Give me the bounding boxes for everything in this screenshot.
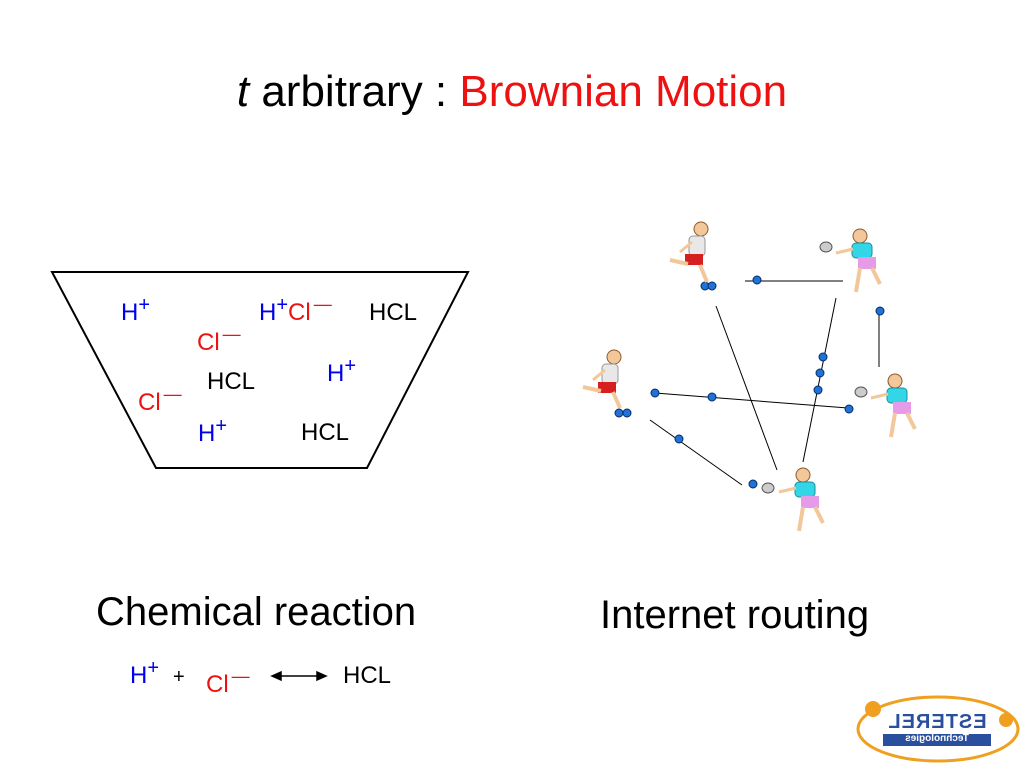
molecule-hcl: HCL	[369, 299, 418, 326]
network-node	[707, 281, 717, 291]
tennis-player-icon	[819, 228, 882, 293]
link	[802, 297, 837, 463]
ion-pair-hcl: H+Cl—	[259, 294, 332, 326]
esterel-logo	[856, 695, 1020, 763]
caption-chemical-reaction: Chemical reaction	[96, 590, 417, 634]
network-node	[813, 385, 823, 395]
network-node	[614, 408, 624, 418]
link	[654, 392, 849, 409]
beaker-outline	[50, 271, 470, 469]
network-node	[707, 392, 717, 402]
tennis-player-icon	[761, 467, 825, 532]
network-node	[815, 368, 825, 378]
tennis-player-icon	[854, 373, 917, 438]
slide-title: t arbitrary : Brownian Motion	[0, 62, 1024, 122]
runner-figure-icon	[669, 221, 709, 283]
caption-internet-routing: Internet routing	[600, 593, 870, 637]
title-highlight: Brownian Motion	[459, 67, 788, 116]
network-node	[674, 434, 684, 444]
network-node	[818, 352, 828, 362]
logo-subtitle: Technologies	[905, 733, 969, 744]
title-text: arbitrary :	[249, 67, 460, 116]
network-links	[649, 280, 880, 486]
network-node	[752, 275, 762, 285]
equation-product: HCL	[343, 662, 392, 689]
logo-name: ESTEREL	[887, 711, 987, 733]
ion-h-plus: H+	[327, 355, 357, 387]
ion-cl-minus: Cl—	[138, 384, 182, 416]
equation-h-plus: H+	[130, 657, 160, 689]
network-node	[622, 408, 632, 418]
network-nodes	[614, 275, 885, 489]
double-arrow-icon	[270, 670, 328, 682]
network-node	[875, 306, 885, 316]
network-node	[748, 479, 758, 489]
molecule-hcl: HCL	[207, 368, 256, 395]
link	[649, 419, 743, 486]
ion-h-plus: H+	[198, 415, 228, 447]
equation-cl-minus: Cl—	[206, 666, 250, 698]
network-node	[650, 388, 660, 398]
title-variable: t	[236, 67, 250, 116]
ion-h-plus: H+	[121, 294, 151, 326]
molecule-hcl: HCL	[301, 419, 350, 446]
link	[715, 305, 778, 471]
network-node	[844, 404, 854, 414]
equation-plus: +	[173, 666, 185, 688]
ion-cl-minus: Cl—	[197, 324, 241, 356]
runner-figure-icon	[582, 349, 622, 409]
